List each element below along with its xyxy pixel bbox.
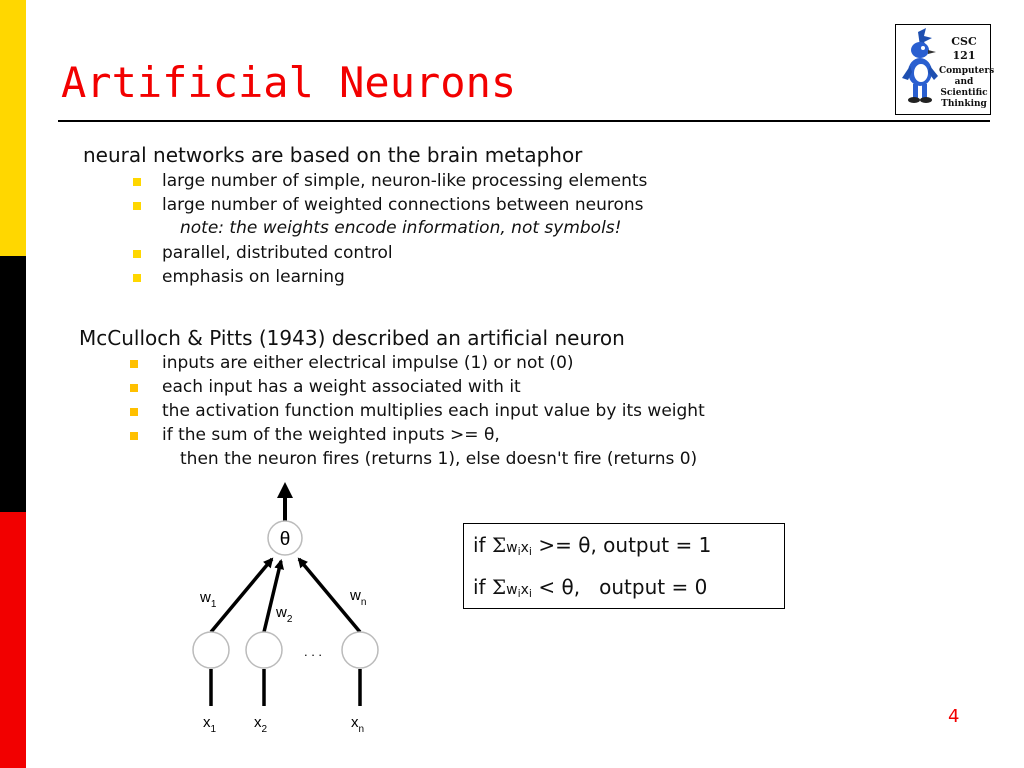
bullet-square-icon bbox=[133, 202, 141, 210]
slide-title: Artificial Neurons bbox=[61, 58, 517, 107]
input-neuron-n bbox=[341, 631, 379, 669]
output-arrow-head bbox=[277, 482, 293, 498]
input-label-x2: x2 bbox=[254, 714, 268, 735]
bullet-text: each input has a weight associated with … bbox=[162, 377, 521, 397]
input-neuron-1 bbox=[192, 631, 230, 669]
theta-label: θ bbox=[280, 529, 291, 550]
logo-line: Thinking bbox=[941, 99, 987, 109]
logo-line: Computers bbox=[939, 66, 995, 76]
bullet-continuation: then the neuron fires (returns 1), else … bbox=[180, 449, 698, 469]
weight-label-w1: w1 bbox=[199, 589, 217, 610]
activation-formula-box: if Σwixi >= θ, output = 1 if Σwixi < θ, … bbox=[463, 523, 785, 609]
stripe-red bbox=[0, 512, 26, 768]
formula-line-fire: if Σwixi >= θ, output = 1 bbox=[473, 533, 712, 558]
bullet-text: emphasis on learning bbox=[162, 267, 345, 287]
sigma-symbol: Σ bbox=[491, 575, 507, 599]
sigma-symbol: Σ bbox=[491, 533, 507, 557]
section1-heading: neural networks are based on the brain m… bbox=[83, 143, 583, 167]
bullet-square-icon bbox=[130, 432, 138, 440]
logo-course-code: CSC 121 bbox=[951, 35, 977, 62]
input-neuron-2 bbox=[245, 631, 283, 669]
edge-w2 bbox=[262, 559, 284, 633]
stripe-black bbox=[0, 256, 26, 512]
formula-line-nofire: if Σwixi < θ, output = 0 bbox=[473, 575, 708, 600]
logo-line: and bbox=[954, 77, 974, 87]
ellipsis: . . . bbox=[304, 644, 322, 659]
bullet-square-icon bbox=[133, 274, 141, 282]
input-label-x1: x1 bbox=[203, 714, 217, 735]
title-underline bbox=[58, 120, 990, 122]
output-neuron bbox=[267, 520, 303, 556]
weight-label-wn: wn bbox=[349, 587, 366, 608]
bullet-square-icon bbox=[130, 384, 138, 392]
logo-caption: CSC 121 Computers and Scientific Thinkin… bbox=[939, 35, 995, 110]
edge-wn bbox=[297, 557, 362, 634]
bullet-text: if the sum of the weighted inputs >= θ, bbox=[162, 425, 500, 445]
weight-label-w2: w2 bbox=[275, 604, 293, 625]
bullet-text: large number of simple, neuron-like proc… bbox=[162, 171, 648, 191]
bullet-text: large number of weighted connections bet… bbox=[162, 195, 644, 215]
bullet-text: parallel, distributed control bbox=[162, 243, 393, 263]
bullet-square-icon bbox=[130, 408, 138, 416]
logo-line: Scientific bbox=[940, 88, 988, 98]
bullet-text: the activation function multiplies each … bbox=[162, 401, 705, 421]
neuron-diagram: θ . . . w1 w2 wn x1 x2 xn bbox=[192, 482, 379, 735]
page-number: 4 bbox=[948, 706, 960, 727]
course-logo: CSC 121 Computers and Scientific Thinkin… bbox=[895, 24, 995, 115]
edge-w1 bbox=[209, 557, 274, 634]
bullet-square-icon bbox=[133, 250, 141, 258]
bullet-square-icon bbox=[133, 178, 141, 186]
input-label-xn: xn bbox=[351, 714, 364, 735]
bluejay-mascot-icon bbox=[902, 28, 938, 103]
bullet-square-icon bbox=[130, 360, 138, 368]
weights-note: note: the weights encode information, no… bbox=[180, 218, 622, 238]
bullet-text: inputs are either electrical impulse (1)… bbox=[162, 353, 574, 373]
section2-heading: McCulloch & Pitts (1943) described an ar… bbox=[79, 326, 625, 350]
stripe-yellow bbox=[0, 0, 26, 256]
